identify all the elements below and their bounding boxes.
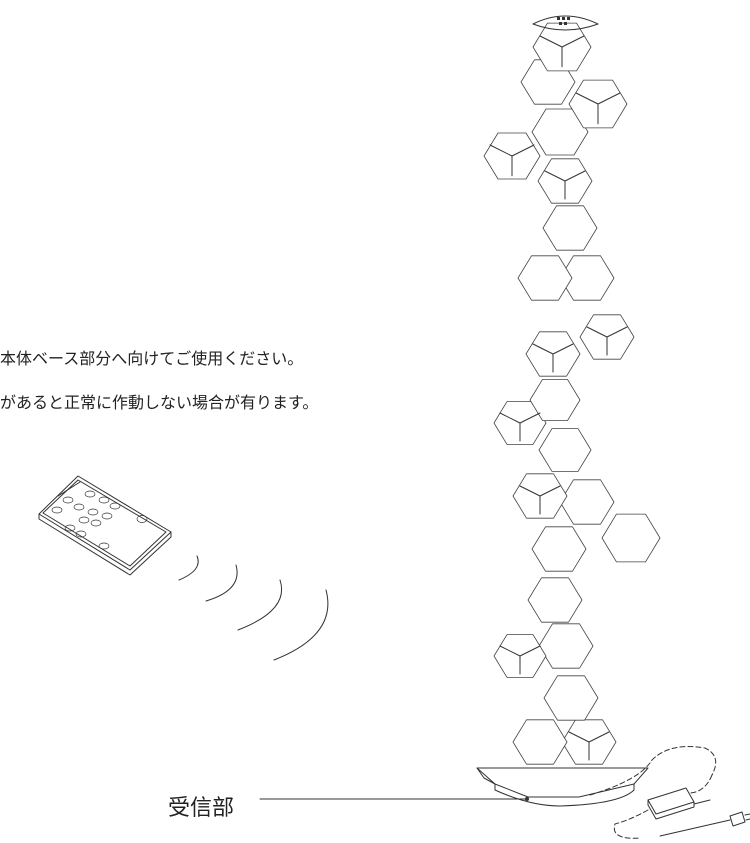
lamp-facet-lines bbox=[489, 144, 535, 177]
receiver-label: 受信部 bbox=[168, 796, 235, 821]
remote-control-icon bbox=[38, 475, 172, 576]
lamp-hexagon-panel bbox=[517, 255, 573, 301]
lamp-hexagon-panel bbox=[538, 428, 592, 472]
lamp-hexagon-panel bbox=[601, 513, 661, 563]
hexagon-lamp-icon bbox=[476, 15, 661, 807]
lamp-facet-lines bbox=[575, 92, 621, 125]
lamp-facet-lines bbox=[539, 35, 585, 68]
lamp-hexagon-panel bbox=[542, 205, 598, 251]
lamp-hexagon-panel bbox=[543, 675, 599, 721]
lamp-facet-lines bbox=[544, 170, 586, 200]
lamp-facet-lines bbox=[586, 326, 628, 356]
lamp-hexagon-panel bbox=[531, 526, 587, 572]
instruction-line-1: 本体ベース部分へ向けてご使用ください。 bbox=[0, 349, 304, 368]
receiver-point bbox=[525, 797, 529, 801]
lamp-facet-lines bbox=[499, 645, 541, 675]
lamp-facet-lines bbox=[519, 485, 561, 515]
lamp-facet-lines bbox=[499, 412, 541, 442]
signal-wave-icon bbox=[178, 555, 329, 661]
lamp-hexagon-panel bbox=[559, 479, 615, 525]
lamp-facet-lines bbox=[532, 343, 574, 373]
power-adapter-icon bbox=[589, 746, 750, 839]
lamp-hexagon-panel bbox=[529, 379, 581, 421]
lamp-hexagon-panel bbox=[538, 623, 594, 669]
lamp-hexagon-panel bbox=[527, 577, 583, 623]
instruction-line-2: があると正常に作動しない場合が有ります。 bbox=[0, 393, 319, 412]
lamp-facet-lines bbox=[568, 731, 610, 761]
lamp-hexagon-panel bbox=[512, 719, 568, 765]
